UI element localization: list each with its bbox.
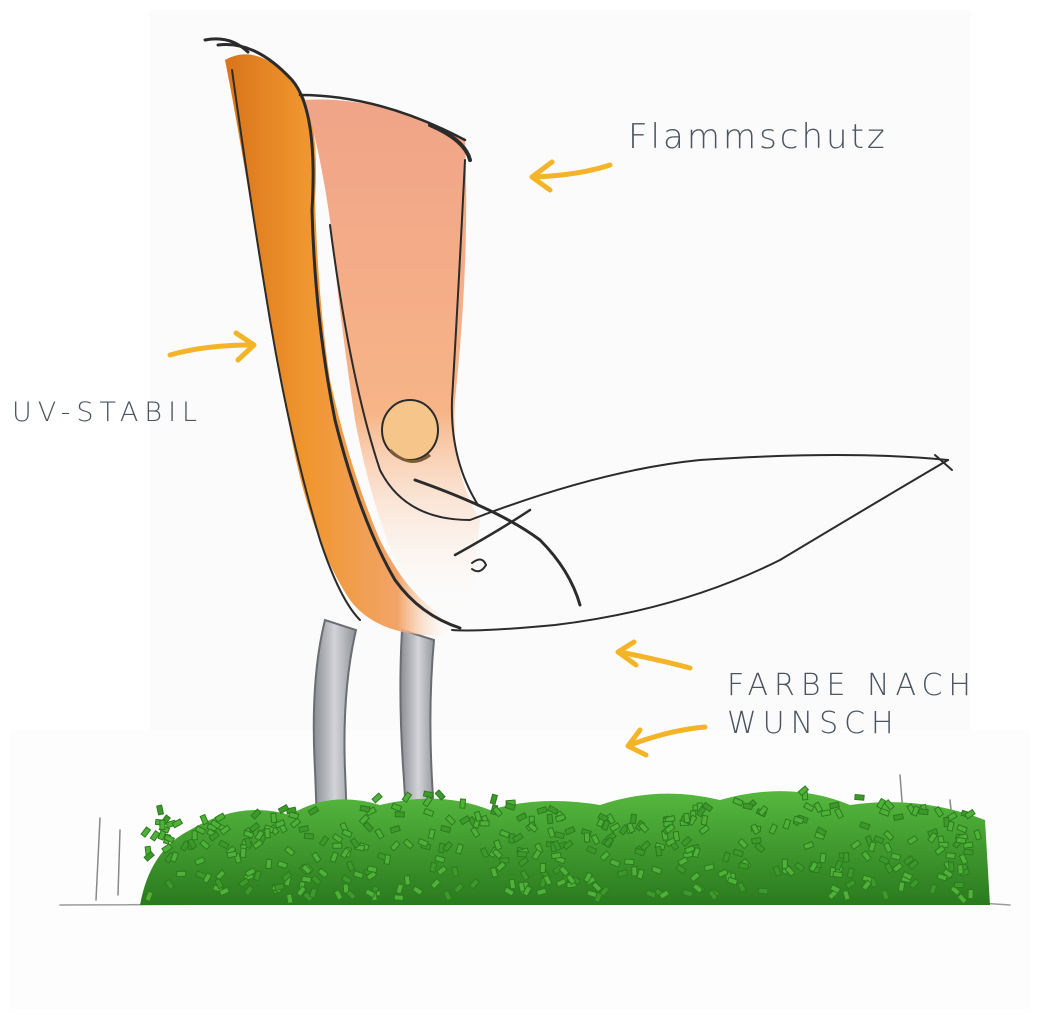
label-uv-stabil: UV-STABIL xyxy=(12,397,203,428)
label-farbe-nach: FARBE NACH xyxy=(727,668,977,703)
label-wunsch: WUNSCH xyxy=(727,706,900,741)
label-flammschutz: Flammschutz xyxy=(628,117,888,157)
